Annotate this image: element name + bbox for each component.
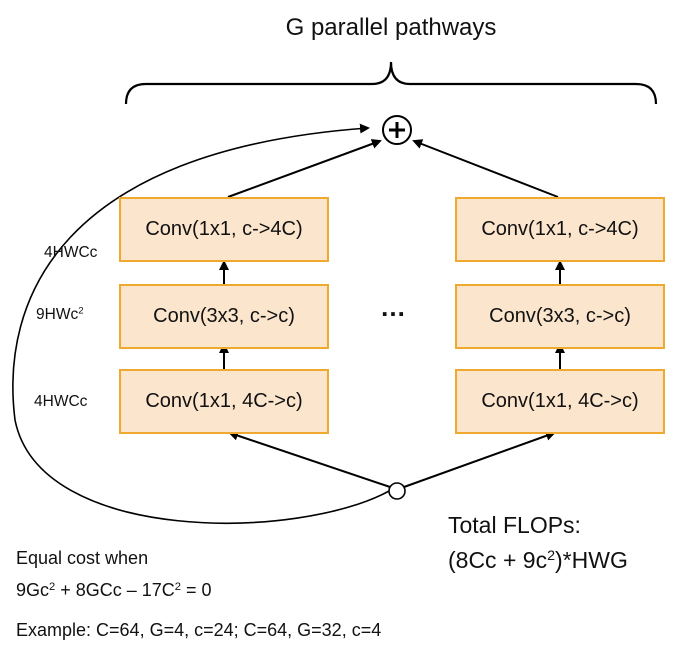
arrow-split-to-left [228,430,391,488]
ellipsis: … [380,292,407,322]
diagram-title: G parallel pathways [285,14,497,41]
eq-exp-2: 2 [174,580,182,593]
equal-cost-title: Equal cost when [16,548,149,568]
eq-exp-1: 2 [49,580,56,593]
left-top-conv-box: Conv(1x1, c->4C) [119,197,329,262]
eq-part-b: + 8GCc – 17C [55,580,175,600]
flops-formula-b: )*HWG [555,547,628,573]
split-node [388,482,406,500]
left-mid-conv-box: Conv(3x3, c->c) [119,284,329,349]
example-text: Example: C=64, G=4, c=24; C=64, G=32, c=… [16,620,382,640]
right-bottom-conv-box: Conv(1x1, 4C->c) [455,369,665,434]
flops-formula-a: (8Cc + 9c [448,547,548,573]
eq-part-a: 9Gc [16,580,50,600]
arrow-right-to-sum [412,139,559,198]
equal-cost-equation: 9Gc2 + 8GCc – 17C2 = 0 [16,580,212,601]
arrow-split-to-right [403,431,556,488]
eq-part-c: = 0 [181,580,212,600]
flops-formula-exp: 2 [547,548,556,565]
left-bottom-conv-box: Conv(1x1, 4C->c) [119,369,329,434]
total-flops-formula: (8Cc + 9c2)*HWG [448,547,628,574]
cost-label-mid-exp: 2 [78,305,84,317]
cost-label-bottom: 4HWCc [34,393,88,410]
right-mid-conv-box: Conv(3x3, c->c) [455,284,665,349]
cost-label-top: 4HWCc [44,244,98,261]
cost-label-mid: 9HWc2 [36,306,84,324]
total-flops-title: Total FLOPs: [448,512,581,538]
skip-connection [12,123,390,524]
curly-brace [124,61,658,105]
right-top-conv-box: Conv(1x1, c->4C) [455,197,665,262]
cost-label-mid-base: 9HWc [36,306,79,323]
arrow-left-to-sum [227,139,382,198]
